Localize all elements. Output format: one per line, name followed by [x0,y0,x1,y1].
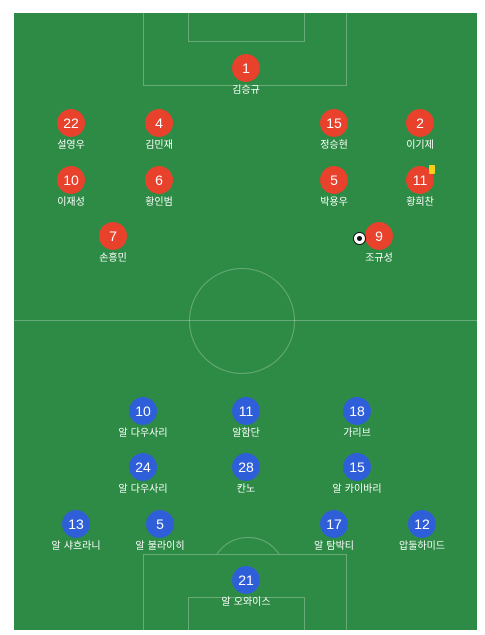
player-name: 가리브 [343,428,371,439]
player-name: 이기제 [406,140,434,151]
player-number: 7 [99,222,127,250]
player-number: 21 [232,566,260,594]
player-name: 알 불라이히 [135,541,185,552]
player-number: 24 [129,453,157,481]
goal-ball-icon [353,232,366,245]
player-name: 이재성 [57,197,85,208]
player-name: 황인범 [145,197,173,208]
player-name: 알 오와이스 [221,597,271,608]
player-number: 9 [365,222,393,250]
player-name: 황희찬 [406,197,434,208]
player-number: 2 [406,109,434,137]
player-name: 알 카이바리 [332,484,382,495]
player-number: 5 [146,510,174,538]
player-number: 1 [232,54,260,82]
player-number: 13 [62,510,90,538]
player-number: 28 [232,453,260,481]
player-number: 10 [57,166,85,194]
player-name: 정승현 [320,140,348,151]
player-name: 김승규 [232,85,260,96]
player-name: 알 다우사리 [118,428,168,439]
player-name: 알함단 [232,428,260,439]
player-number: 6 [145,166,173,194]
top-goal-area [188,13,305,42]
player-name: 알 탐박티 [314,541,354,552]
player-number: 15 [343,453,371,481]
player-number: 5 [320,166,348,194]
bottom-goal-area [188,597,305,630]
player-name: 김민재 [145,140,173,151]
player-name: 손흥민 [99,253,127,264]
player-number: 4 [145,109,173,137]
player-number: 15 [320,109,348,137]
player-name: 조규성 [365,253,393,264]
top-penalty-area [143,13,347,86]
yellow-card-icon [429,165,435,174]
center-circle [189,268,295,374]
player-number: 11 [232,397,260,425]
player-number: 10 [129,397,157,425]
player-number: 22 [57,109,85,137]
player-name: 설영우 [57,140,85,151]
player-number: 17 [320,510,348,538]
player-number: 12 [408,510,436,538]
player-name: 칸노 [236,484,256,495]
player-name: 압둘하미드 [399,541,445,552]
player-name: 알 다우사리 [118,484,168,495]
pitch: 1 김승규 22 설영우 4 김민재 15 정승현 2 이기제 10 이재성 6… [14,13,477,630]
player-name: 알 샤흐라니 [51,541,101,552]
player-number: 18 [343,397,371,425]
player-name: 박용우 [320,197,348,208]
